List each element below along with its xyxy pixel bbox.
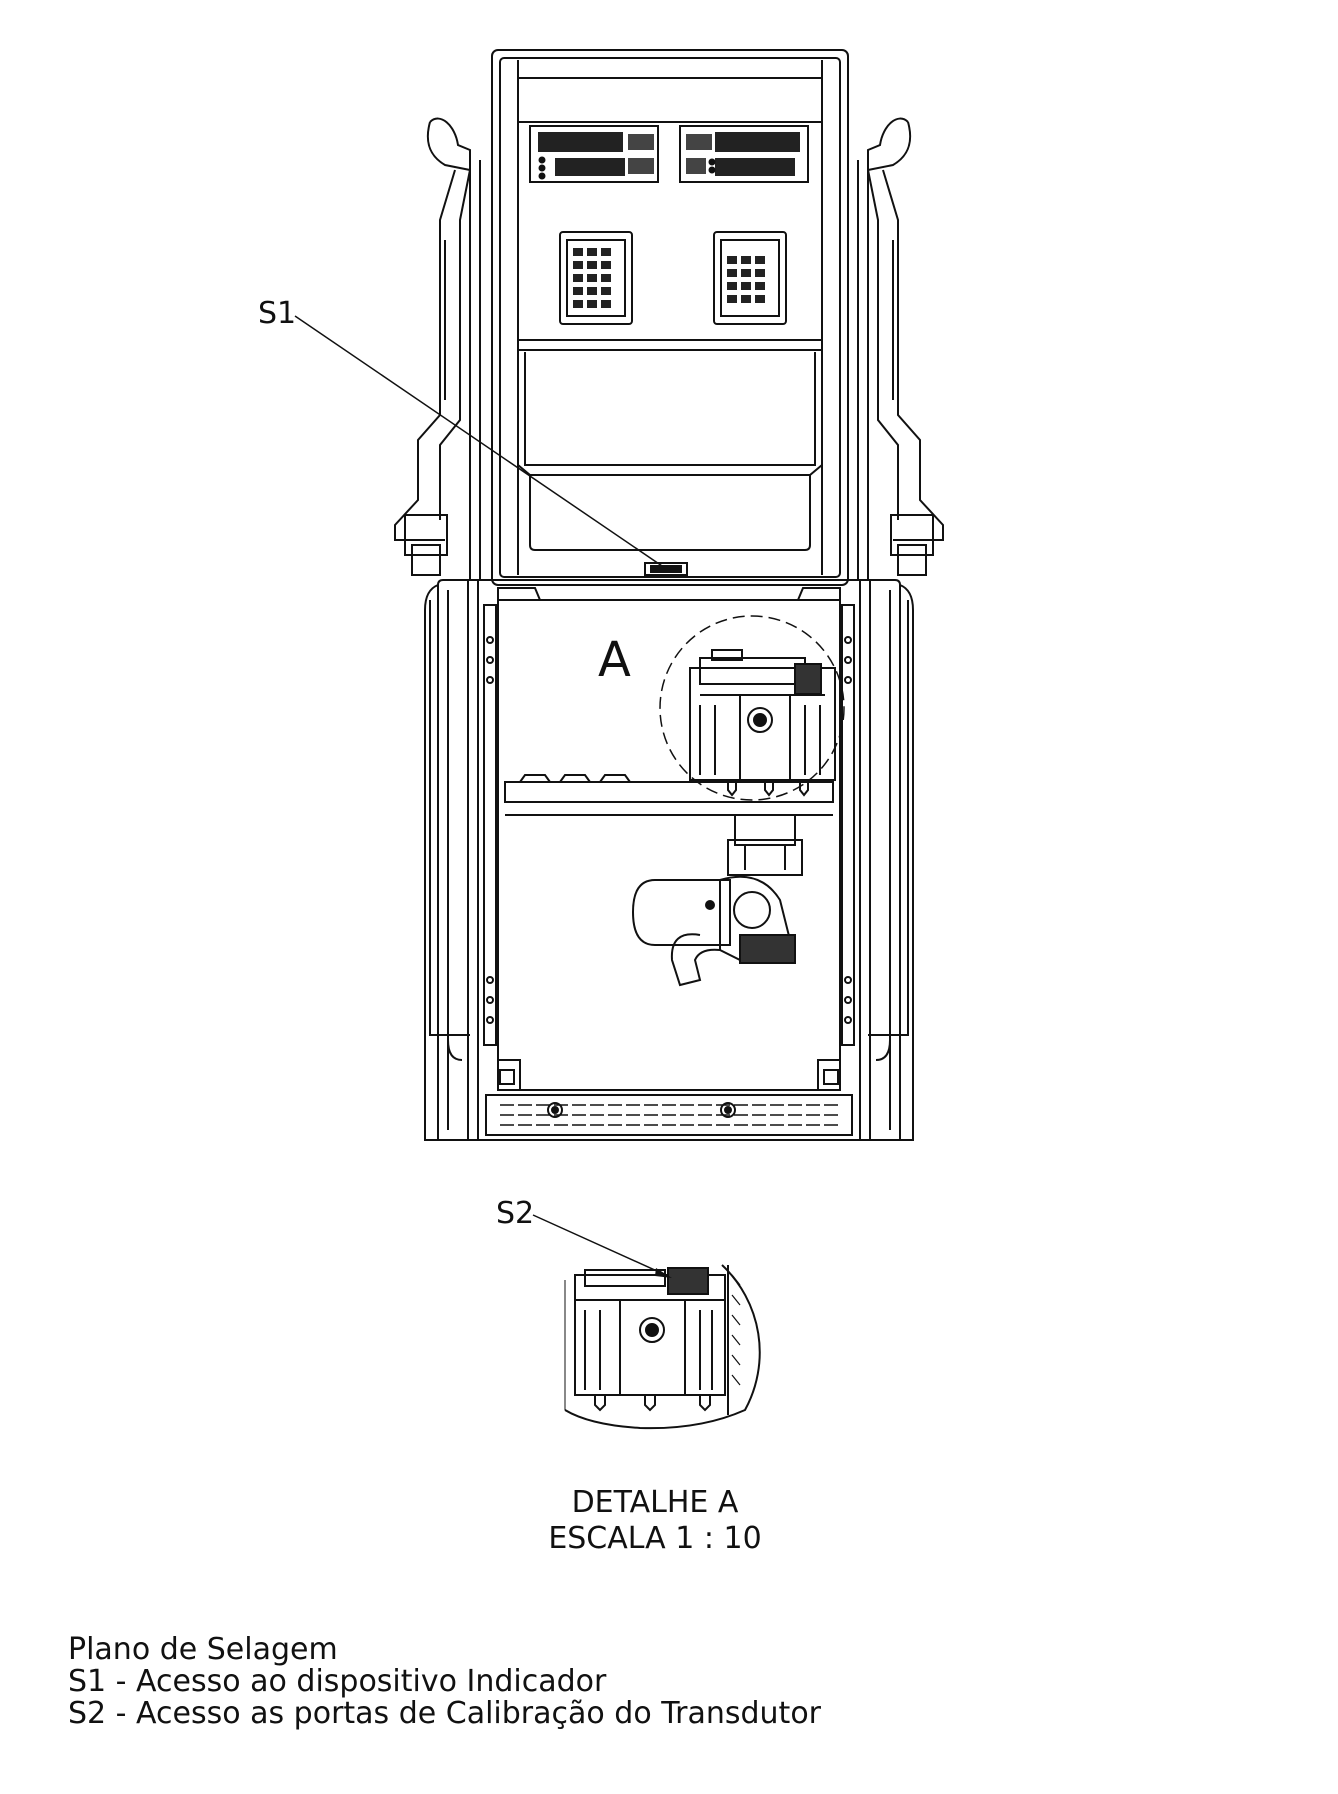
detail-a-label: A (598, 632, 631, 688)
pump-assembly (631, 814, 803, 987)
s2-callout-label: S2 (496, 1196, 535, 1231)
s1-callout-label: S1 (258, 296, 297, 331)
fuel-dispenser-front-view (394, 49, 944, 1141)
detail-title-line1: DETALHE A (571, 1485, 739, 1520)
display-right (679, 125, 809, 183)
legend-title: Plano de Selagem (68, 1632, 338, 1667)
s2-leader (532, 1214, 669, 1277)
keypad-right (713, 231, 787, 325)
head-lower-panel (517, 339, 823, 576)
right-side-panel (857, 117, 944, 580)
detail-a-circle (659, 615, 845, 801)
s2-arrowhead (655, 1268, 672, 1278)
s1-seal-point (650, 565, 682, 573)
meter-assembly (689, 649, 836, 797)
detail-scale-line: ESCALA 1 : 10 (548, 1521, 762, 1556)
lower-side-panels (424, 584, 914, 1141)
legend-item-s1: S1 - Acesso ao dispositivo Indicador (68, 1664, 607, 1699)
s1-leader (294, 315, 666, 569)
detail-title: DETALHE A ESCALA 1 : 10 (520, 1485, 790, 1557)
keypad-left (559, 231, 633, 325)
dispenser-body (437, 579, 901, 1141)
display-left (529, 125, 659, 183)
legend: Plano de Selagem S1 - Acesso ao disposit… (68, 1634, 821, 1730)
dispenser-head (491, 49, 849, 586)
left-side-panel (394, 117, 481, 580)
detail-a-view (564, 1264, 761, 1430)
legend-item-s2: S2 - Acesso as portas de Calibração do T… (68, 1696, 822, 1731)
leader-lines (294, 315, 672, 1278)
